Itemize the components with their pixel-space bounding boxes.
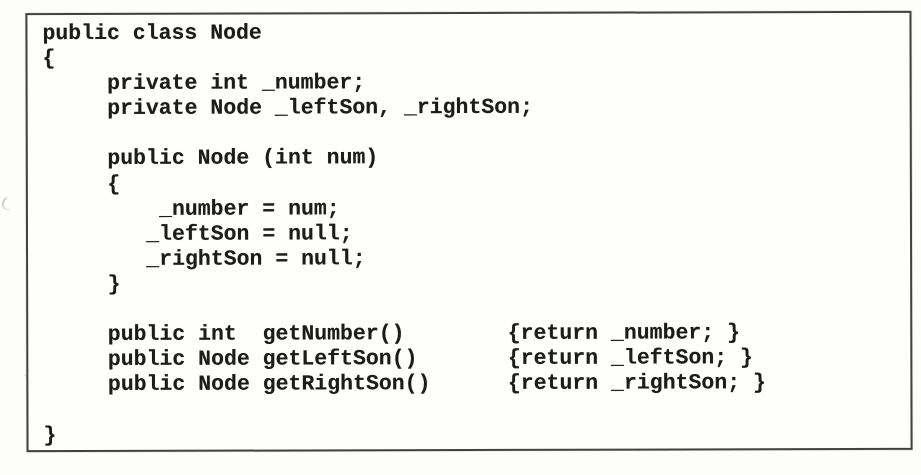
scan-smudge-mark	[0, 195, 15, 212]
code-listing: public class Node { private int _number;…	[42, 20, 766, 448]
code-line-blank	[43, 121, 766, 148]
code-line: }	[43, 423, 57, 448]
code-line: {	[42, 47, 56, 72]
code-listing-box: public class Node { private int _number;…	[25, 10, 913, 453]
code-line: _leftSon = null;	[42, 222, 353, 247]
code-line: private Node _leftSon, _rightSon;	[42, 96, 533, 122]
code-line: _number = num;	[42, 196, 340, 222]
code-line: _rightSon = null;	[43, 247, 366, 272]
code-line: {	[42, 172, 121, 197]
code-line: public int getNumber() {return _number; …	[43, 321, 741, 348]
code-line: public Node getRightSon() {return _right…	[43, 371, 766, 398]
code-line-blank	[43, 296, 766, 323]
code-line: }	[43, 272, 121, 298]
code-line: public Node getLeftSon() {return _leftSo…	[43, 346, 753, 373]
code-line: private int _number;	[42, 71, 366, 97]
code-line: public class Node	[42, 21, 262, 47]
code-line: public Node (int num)	[42, 146, 379, 172]
code-line-blank	[43, 397, 766, 424]
